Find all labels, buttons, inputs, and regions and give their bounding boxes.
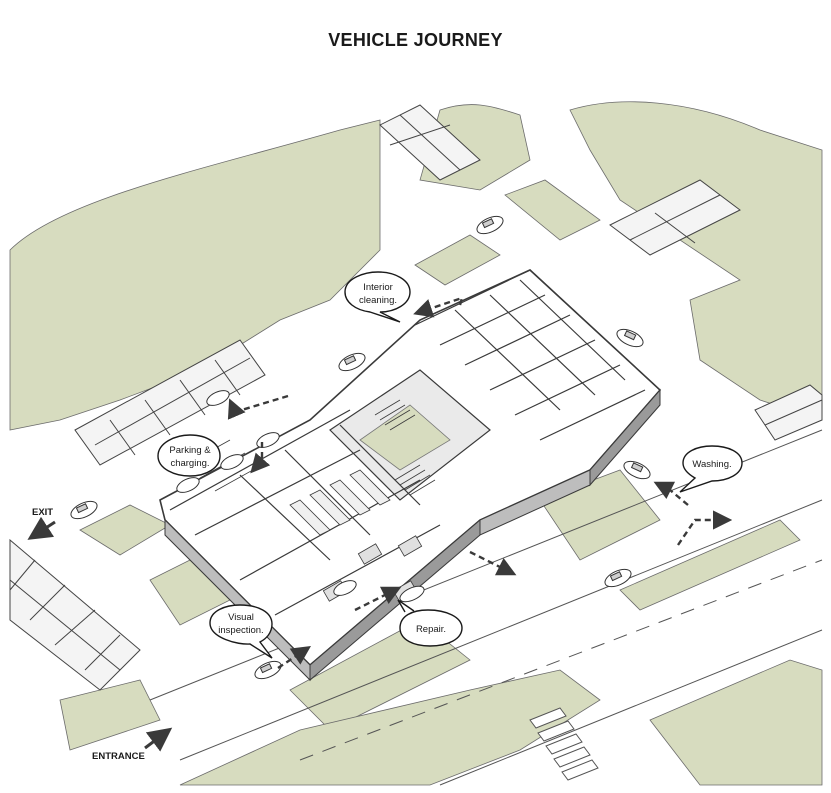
cars: [70, 215, 651, 680]
bubble-line: Washing.: [692, 459, 731, 470]
grass-patch-a: [414, 234, 501, 286]
bubble-line: Visual: [228, 612, 254, 623]
path-entrance-to-inspection: [277, 646, 311, 669]
grass-top-left: [9, 119, 381, 431]
path-wash: [677, 510, 733, 546]
main-building: [159, 269, 662, 682]
path-to-cleaning: [413, 296, 464, 318]
path-parking-down: [250, 442, 271, 474]
bubble-line: Interior: [363, 282, 393, 293]
grass-bottom-right: [649, 659, 823, 786]
road-edge-2: [179, 499, 823, 761]
car-icon: [604, 568, 632, 588]
storage-shelves: [289, 469, 391, 536]
entrance-label: ENTRANCE: [92, 751, 145, 762]
label-interior-cleaning: Interior cleaning.: [344, 271, 411, 323]
road-edge-3: [439, 629, 823, 786]
car-icon: [70, 500, 98, 520]
label-repair: Repair.: [397, 599, 463, 647]
car-icon: [254, 660, 282, 680]
bubble-line: Parking &: [169, 445, 211, 456]
label-visual-inspection: Visual inspection.: [209, 604, 273, 659]
vehicle-journey-path: [227, 296, 733, 669]
grass-bottom: [179, 669, 601, 786]
car-icon: [206, 390, 230, 406]
solar-canopy-right: [609, 179, 741, 256]
entrance-arrow-icon: [144, 727, 173, 752]
bubble-line: Repair.: [416, 624, 446, 635]
path-repair-to-wash: [469, 550, 517, 576]
exit-label: EXIT: [32, 507, 53, 518]
label-washing: Washing.: [679, 445, 743, 493]
grass-patch-e: [59, 679, 161, 751]
pedestrian-crossing: [529, 707, 599, 781]
courtyard-grass: [359, 404, 451, 471]
solar-canopy-bottom-left: [9, 538, 141, 691]
label-parking-charging: Parking & charging.: [157, 434, 221, 477]
car-icon: [220, 454, 244, 470]
diagram-title: VEHICLE JOURNEY: [328, 30, 503, 50]
path-to-parking: [227, 394, 289, 420]
building-shadow-wall-4: [589, 388, 661, 487]
staircase: [374, 399, 436, 496]
car-icon: [476, 215, 504, 235]
car-icon: [333, 580, 357, 596]
bubble-line: cleaning.: [359, 295, 397, 306]
car-icon: [616, 328, 644, 348]
path-inspection-to-repair: [354, 586, 402, 612]
car-icon: [176, 477, 200, 493]
solar-canopy-left: [74, 339, 266, 466]
grass-patch-b: [504, 179, 601, 241]
path-wash-up: [653, 481, 689, 506]
solar-canopy-top: [379, 104, 481, 181]
bubble-line: charging.: [170, 458, 209, 469]
grass-patch-g: [289, 619, 471, 731]
grass-top-right: [569, 101, 823, 421]
solar-canopy-far-right: [754, 384, 823, 441]
car-icon: [623, 460, 651, 480]
car-icon: [338, 352, 366, 372]
bubble-line: inspection.: [218, 625, 263, 636]
landscape-grass: [9, 101, 823, 786]
grass-strip-road: [619, 519, 801, 611]
rooms-right-wing: [414, 269, 661, 441]
exit-arrow-icon: [27, 516, 56, 540]
road-centerline: [299, 559, 823, 761]
